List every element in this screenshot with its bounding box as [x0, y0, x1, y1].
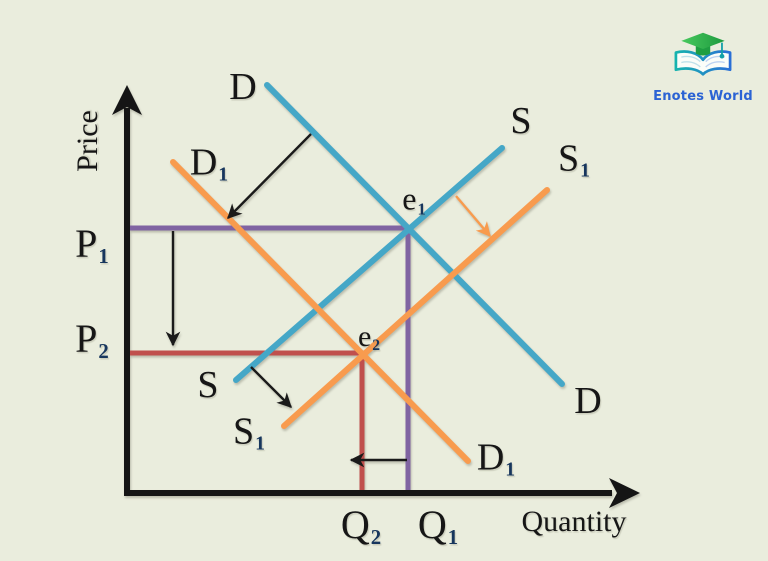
- label-supply-s1-top-sub: 1: [580, 158, 591, 181]
- y-axis-label: Price: [71, 110, 104, 172]
- label-p1-sub: 1: [98, 245, 109, 269]
- label-q1-main: Q: [417, 502, 447, 548]
- axes: [112, 85, 640, 508]
- label-demand-d1-top-sub: 1: [218, 162, 229, 185]
- demand-shift-arrow-icon: [227, 133, 312, 219]
- supply-curve-s: [233, 145, 505, 383]
- label-supply-s1-bottom-sub: 1: [255, 431, 266, 454]
- x-axis-label: Quantity: [521, 505, 627, 538]
- demand-curve-d1: [170, 159, 471, 464]
- label-q1-sub: 1: [447, 526, 459, 550]
- label-equilibrium-e2: e2: [358, 322, 380, 354]
- label-quantity-q1: Q1: [418, 505, 458, 549]
- label-supply-s-bottom: S: [197, 364, 219, 406]
- label-q2-main: Q: [340, 502, 370, 548]
- label-p2-main: P: [75, 316, 98, 362]
- y-axis-arrowhead-icon: [112, 85, 142, 115]
- label-price-p1: P1: [75, 224, 109, 268]
- label-e1-main: e: [402, 180, 417, 217]
- label-supply-s1-top-main: S: [557, 137, 580, 180]
- label-e2-sub: 2: [372, 337, 381, 355]
- label-demand-d1-bottom-main: D: [476, 436, 505, 479]
- label-supply-s1-bottom: S1: [233, 412, 265, 453]
- x-axis-arrowhead-icon: [609, 478, 640, 508]
- label-price-p2: P2: [75, 319, 109, 363]
- label-q2-sub: 2: [370, 526, 382, 550]
- label-demand-d1-top: D1: [190, 143, 228, 184]
- enotes-world-logo: Enotes World: [650, 30, 756, 104]
- label-quantity-q2: Q2: [341, 505, 381, 549]
- e1-guide-lines: [127, 225, 411, 494]
- label-demand-d-bottom: D: [574, 380, 602, 422]
- supply-shift-arrow-lower-icon: [250, 366, 292, 408]
- enotes-world-logo-text: Enotes World: [653, 89, 753, 104]
- supply-shift-arrow-upper-icon: [455, 195, 491, 238]
- label-demand-d1-bottom-sub: 1: [505, 457, 516, 480]
- e2-guide-lines: [127, 350, 365, 495]
- label-demand-d-top: D: [229, 66, 257, 108]
- label-equilibrium-e1: e1: [402, 182, 426, 217]
- label-p2-sub: 2: [98, 340, 109, 364]
- label-e2-main: e: [357, 320, 372, 354]
- enotes-world-logo-icon: [674, 32, 732, 81]
- label-e1-sub: 1: [417, 199, 426, 219]
- label-supply-s-top: S: [510, 100, 532, 142]
- label-p1-main: P: [75, 221, 98, 267]
- label-supply-s1-bottom-main: S: [232, 410, 255, 453]
- label-demand-d1-bottom: D1: [477, 438, 515, 479]
- label-supply-s1-top: S1: [558, 139, 590, 180]
- supply-curve-s1: [281, 187, 550, 429]
- demand-curve-d: [264, 82, 565, 387]
- open-book-icon: [674, 50, 732, 81]
- label-demand-d1-top-main: D: [189, 141, 218, 184]
